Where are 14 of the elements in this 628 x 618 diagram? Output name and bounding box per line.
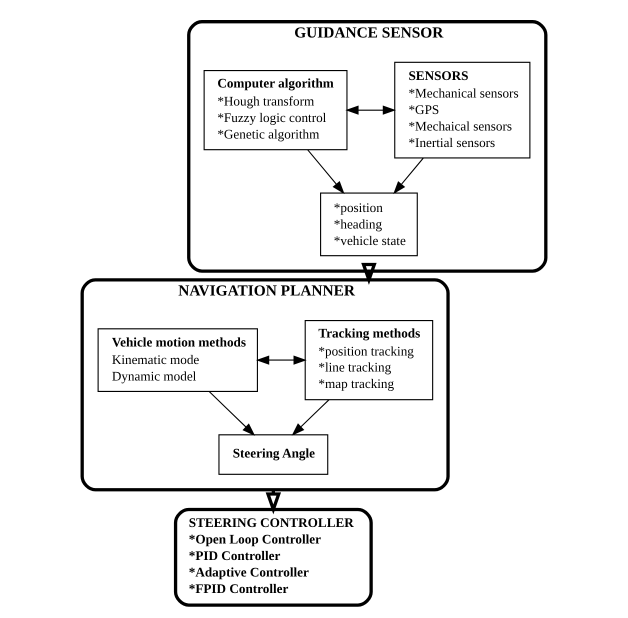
node-box: Steering Angle [218, 434, 328, 475]
arrow [307, 149, 345, 194]
arrow [393, 158, 424, 194]
node-box: *position *heading *vehicle state [320, 192, 418, 256]
arrow [361, 262, 377, 285]
node-box: Vehicle motion methods Kinematic mode Dynamic model [98, 328, 258, 392]
node-box: Tracking methods *position tracking *line tracking *map tracking [304, 320, 434, 400]
arrow [208, 391, 256, 436]
node-box: SENSORS *Mechanical sensors *GPS *Mechaical sensors *Inertial sensors [394, 62, 530, 158]
node-box: STEERING CONTROLLER *Open Loop Controller *PID Controller *Adaptive Controller *FPID Controller [174, 508, 373, 607]
arrow [292, 399, 330, 436]
node-box: Computer algorithm *Hough transform *Fuzzy logic control *Genetic algorithm [204, 70, 348, 150]
arrow [345, 106, 396, 115]
arrow [256, 355, 307, 365]
